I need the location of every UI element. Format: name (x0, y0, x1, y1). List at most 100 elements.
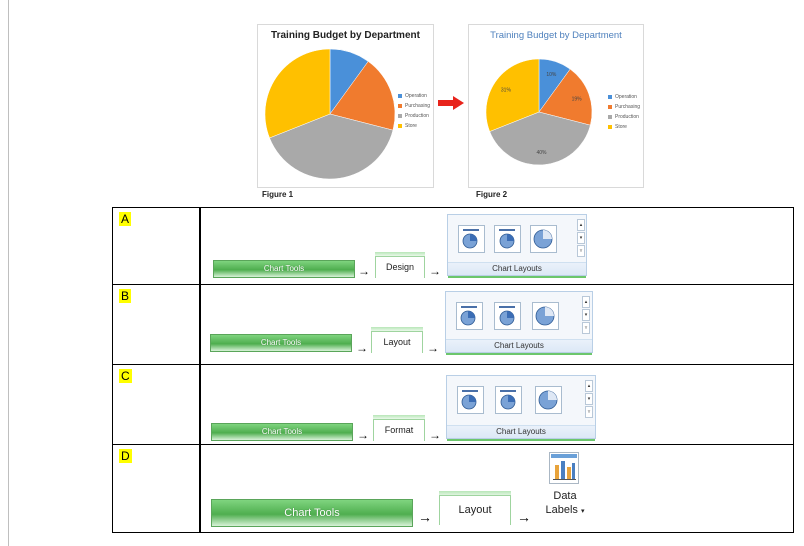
options-table: A Chart Tools → Design → ▴ ▾ ▿ Chart Lay… (112, 207, 794, 533)
pie-slice-store (485, 58, 540, 132)
figure-1-chart: Training Budget by Department Operation … (257, 24, 434, 188)
dropdown-arrow-icon: ▾ (580, 508, 585, 515)
arrow-icon: → (517, 509, 531, 525)
arrow-icon: → (429, 428, 441, 442)
layout-tab: Layout (371, 331, 423, 353)
chart-layouts-gallery: ▴ ▾ ▿ Chart Layouts (445, 291, 593, 355)
pie-data-label: 10% (546, 72, 557, 78)
option-row-c[interactable]: C Chart Tools → Format → ▴ ▾ ▿ Chart Lay… (113, 364, 793, 444)
data-labels-button[interactable]: Data Labels ▾ (539, 452, 591, 524)
legend-item: Operation (398, 91, 430, 101)
gallery-accent-bar (447, 439, 595, 441)
layout-thumb (458, 225, 485, 253)
layout-thumb (530, 225, 557, 253)
option-letter: B (119, 289, 132, 303)
data-labels-line2: Labels ▾ (539, 504, 591, 516)
chart-tools-tab: Chart Tools (211, 499, 413, 527)
gallery-scroll-up[interactable]: ▴ (582, 296, 590, 308)
option-row-d[interactable]: D Chart Tools → Layout → Data Labels ▾ (113, 444, 793, 532)
data-labels-icon (549, 452, 579, 484)
chart-layouts-gallery: ▴ ▾ ▿ Chart Layouts (447, 214, 587, 278)
column-divider (199, 208, 201, 532)
gallery-accent-bar (446, 353, 592, 355)
arrow-icon: → (357, 428, 369, 442)
tab-highlight (371, 327, 423, 331)
legend-item: Purchasing (398, 101, 430, 111)
chart-layouts-label: Chart Layouts (447, 425, 595, 438)
chart-tools-tab: Chart Tools (213, 260, 355, 278)
figure-1-title: Training Budget by Department (271, 30, 420, 41)
data-labels-line1: Data (553, 490, 577, 502)
pie-slice-production (269, 113, 394, 180)
chart-layouts-gallery: ▴ ▾ ▿ Chart Layouts (446, 375, 596, 441)
chart-layouts-label: Chart Layouts (446, 339, 592, 352)
legend-item: Store (398, 121, 430, 131)
legend-label: Production (615, 114, 639, 120)
pie-data-label: 40% (537, 150, 548, 156)
pie-data-label: 19% (572, 96, 583, 102)
tab-highlight (373, 415, 425, 419)
pie-slice-production (489, 111, 591, 166)
legend-label: Store (615, 124, 627, 130)
option-letter: A (119, 212, 132, 226)
figure-1-pie (264, 48, 396, 180)
legend-label: Purchasing (405, 103, 431, 109)
figure-2-title: Training Budget by Department (490, 30, 622, 41)
legend-item: Purchasing (608, 102, 640, 112)
pie-data-label: 31% (501, 88, 512, 94)
option-letter: D (119, 449, 132, 463)
design-tab: Design (375, 256, 425, 278)
gallery-scroll-down[interactable]: ▾ (585, 393, 593, 405)
gallery-scroll-up[interactable]: ▴ (585, 380, 593, 392)
layout-tab: Layout (439, 495, 511, 525)
figure-2-caption: Figure 2 (476, 190, 508, 199)
layout-thumb (494, 302, 521, 330)
figure-2-chart: Training Budget by Department 10% 19% 40% 3… (468, 24, 644, 188)
option-row-b[interactable]: B Chart Tools → Layout → ▴ ▾ ▿ Chart Lay… (113, 284, 793, 364)
pie-slice-purchasing (538, 68, 593, 126)
legend-label: Production (405, 113, 429, 119)
pie-slice-purchasing (329, 61, 396, 131)
legend-label: Operation (405, 93, 427, 99)
figure-2-pie: 10% 19% 40% 31% (485, 58, 593, 166)
legend-label: Operation (615, 94, 637, 100)
tab-highlight (439, 491, 511, 496)
chart-tools-tab: Chart Tools (210, 334, 352, 352)
layout-thumb (535, 386, 562, 414)
arrow-icon: → (429, 264, 441, 278)
layout-thumb (457, 386, 484, 414)
chart-tools-tab: Chart Tools (211, 423, 353, 441)
layout-thumb (532, 302, 559, 330)
legend-item: Store (608, 122, 640, 132)
tab-highlight (375, 252, 425, 256)
layout-thumb (456, 302, 483, 330)
gallery-more-button[interactable]: ▿ (582, 322, 590, 334)
arrow-icon: → (358, 264, 370, 278)
pie-slice-store (264, 48, 331, 139)
legend-item: Operation (608, 92, 640, 102)
figure-2-legend: Operation Purchasing Production Store (608, 92, 640, 132)
figure-1-caption: Figure 1 (262, 190, 294, 199)
gallery-accent-bar (448, 276, 586, 278)
legend-label: Purchasing (615, 104, 641, 110)
arrow-icon: → (418, 509, 432, 525)
legend-item: Production (398, 111, 430, 121)
gallery-scroll-down[interactable]: ▾ (577, 232, 585, 244)
figure-1-legend: Operation Purchasing Production Store (398, 91, 430, 131)
chart-layouts-label: Chart Layouts (448, 262, 586, 275)
gallery-more-button[interactable]: ▿ (585, 406, 593, 418)
option-row-a[interactable]: A Chart Tools → Design → ▴ ▾ ▿ Chart Lay… (113, 208, 793, 284)
red-arrow-icon (438, 96, 464, 110)
option-letter: C (119, 369, 132, 383)
gallery-scroll-up[interactable]: ▴ (577, 219, 585, 231)
legend-label: Store (405, 123, 417, 129)
arrow-icon: → (356, 341, 368, 355)
gallery-more-button[interactable]: ▿ (577, 245, 585, 257)
page-left-border (8, 0, 9, 546)
layout-thumb (495, 386, 522, 414)
format-tab: Format (373, 419, 425, 441)
data-labels-line2-text: Labels (545, 504, 578, 516)
legend-item: Production (608, 112, 640, 122)
gallery-scroll-down[interactable]: ▾ (582, 309, 590, 321)
arrow-icon: → (427, 341, 439, 355)
